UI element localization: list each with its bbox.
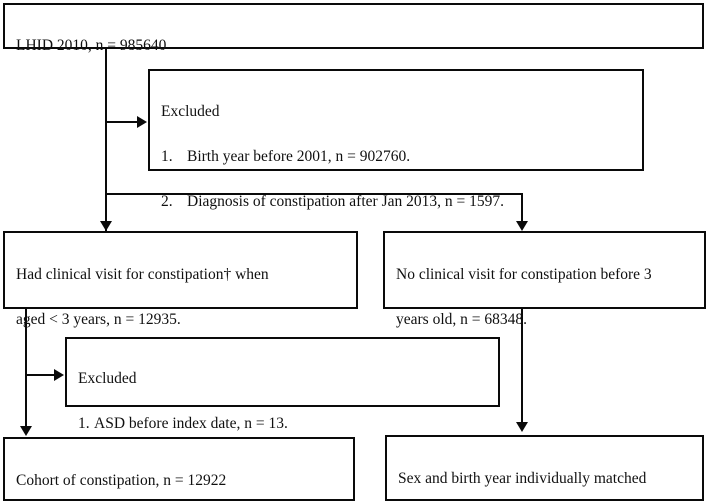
excluded-second-item-1-text: ASD before index date, n = 13. [94,415,288,433]
connector-right-spine [521,309,523,424]
node-had-clinical-visit: Had clinical visit for constipation† whe… [3,231,358,328]
excluded-second-item-1: 1.ASD before index date, n = 13. [78,413,489,435]
arrowhead-to-excluded-second [54,369,64,381]
connector-left-spine [25,309,27,428]
arrowhead-to-had-clinical-visit [100,221,112,231]
arrowhead-to-matched-cohort [516,422,528,432]
node-cohort-constipation: Cohort of constipation, n = 12922 [3,437,355,501]
excluded-second-item-1-number: 1. [78,415,90,433]
node-excluded-second: Excluded 1.ASD before index date, n = 13… [65,337,500,432]
node-excluded-first: Excluded 1. Birth year before 2001, n = 9… [148,69,644,210]
had-clinical-visit-line-1: Had clinical visit for constipation† whe… [16,266,269,284]
connector-source-spine [105,49,107,233]
excluded-first-item-1-text: Birth year before 2001, n = 902760. [187,148,411,166]
excluded-first-item-2-text: Diagnosis of constipation after Jan 2013… [187,193,504,211]
excluded-second-title: Excluded [78,370,137,388]
no-clinical-visit-line-1: No clinical visit for constipation befor… [396,266,652,284]
node-no-clinical-visit: No clinical visit for constipation befor… [383,231,706,328]
node-source-cohort: LHID 2010, n = 985640 [3,3,704,54]
excluded-first-item-2-number: 2. [161,193,173,211]
excluded-first-item-1-number: 1. [161,148,173,166]
no-clinical-visit-line-2: years old, n = 68348. [396,311,528,329]
cohort-constipation-text: Cohort of constipation, n = 12922 [16,472,227,490]
had-clinical-visit-line-2: aged < 3 years, n = 12935. [16,311,181,329]
matched-cohort-line-1: Sex and birth year individually matched [398,470,647,488]
connector-split-right-drop [521,193,523,223]
connector-split-horizontal [105,193,523,195]
source-cohort-text: LHID 2010, n = 985640 [16,37,167,55]
excluded-first-item-1: 1. Birth year before 2001, n = 902760. [161,146,633,168]
excluded-first-item-2: 2. Diagnosis of constipation after Jan 20… [161,191,633,213]
arrowhead-to-cohort-constipation [20,426,32,436]
excluded-first-title: Excluded [161,103,220,121]
node-matched-cohort: Sex and birth year individually matched … [385,435,704,501]
arrowhead-to-no-clinical-visit [516,221,528,231]
arrowhead-to-excluded-first [137,116,147,128]
connector-to-excluded-first [105,121,138,123]
connector-to-excluded-second [25,374,55,376]
